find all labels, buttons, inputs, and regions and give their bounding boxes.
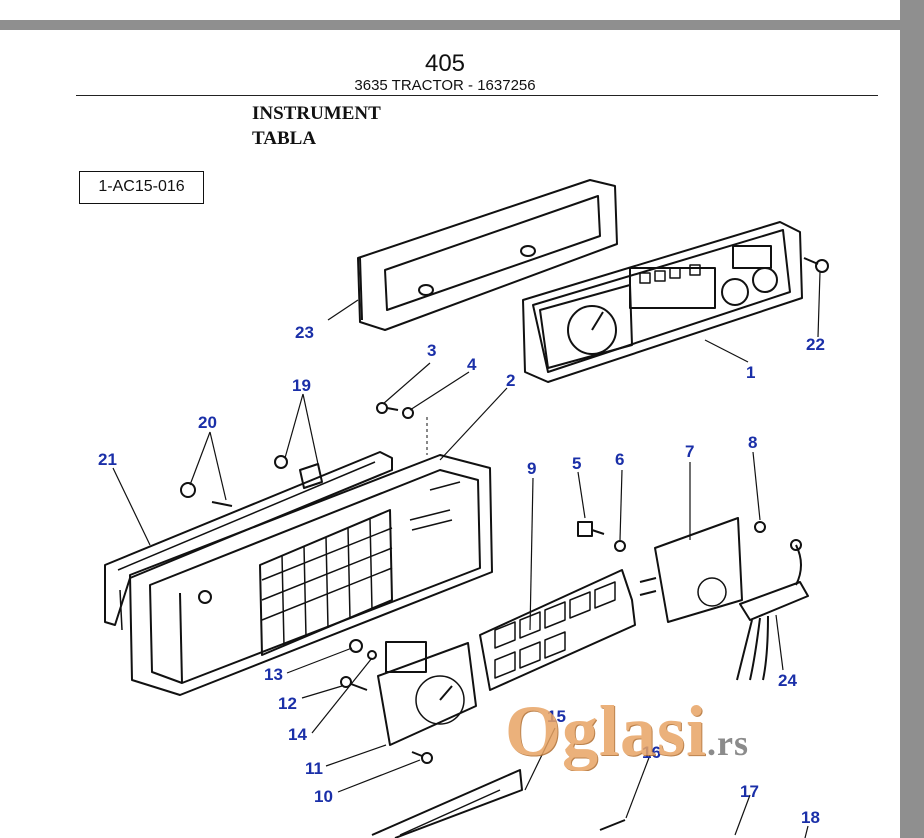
top-border	[0, 0, 924, 30]
section-title-line1: INSTRUMENT	[252, 103, 381, 124]
part-20-clip	[180, 482, 233, 507]
watermark-logo: Oglasi.rs	[505, 690, 749, 773]
callout-13: 13	[264, 665, 283, 684]
part-9-switch-panel	[479, 569, 636, 691]
part-24-connector	[736, 539, 809, 681]
section-title-line2: TABLA	[252, 128, 317, 149]
callout-5: 5	[572, 454, 581, 473]
callout-3: 3	[427, 341, 436, 360]
part-10-screw	[411, 751, 433, 764]
section-title: INSTRUMENT TABLA	[252, 101, 381, 151]
part-4-washer	[402, 407, 414, 419]
part-22-screw	[803, 257, 829, 273]
part-15-16-lower-cover	[371, 769, 626, 838]
part-8-screw	[754, 521, 766, 533]
callout-21: 21	[98, 450, 117, 469]
part-21-gasket	[104, 451, 393, 631]
callout-7: 7	[685, 442, 694, 461]
callout-11: 11	[305, 759, 323, 778]
callout-15: 15	[547, 707, 566, 726]
part-7-circuit-plate	[639, 517, 743, 623]
watermark-tld: .rs	[707, 723, 750, 763]
page-number: 405	[424, 50, 466, 77]
reference-code-box: 1-AC15-016	[79, 171, 204, 204]
callout-6: 6	[615, 450, 624, 469]
top-border-stripe	[0, 20, 900, 30]
part-5-screw	[577, 521, 605, 537]
callout-12: 12	[278, 694, 297, 713]
part-13-bulb	[349, 639, 363, 653]
callout-19: 19	[292, 376, 311, 395]
part-12-bolt	[340, 676, 368, 691]
callout-1: 1	[746, 363, 755, 382]
header-rule	[76, 95, 878, 96]
part-14-washer	[367, 650, 377, 660]
callout-9: 9	[527, 459, 536, 478]
callout-17: 17	[740, 782, 759, 801]
callout-16: 16	[642, 743, 661, 762]
part-23-upper-cover	[357, 179, 618, 331]
right-border	[900, 0, 924, 838]
callout-23: 23	[295, 323, 314, 342]
part-11-gauge	[377, 641, 477, 746]
callout-14: 14	[288, 725, 307, 744]
callout-2: 2	[506, 371, 515, 390]
callout-20: 20	[198, 413, 217, 432]
callout-4: 4	[467, 355, 477, 374]
document-subtitle: 3635 TRACTOR - 1637256	[354, 77, 536, 94]
watermark-brand: Oglasi	[505, 691, 708, 771]
callout-10: 10	[314, 787, 333, 806]
callout-22: 22	[806, 335, 825, 354]
part-19-clips	[274, 455, 323, 489]
part-2-housing	[129, 454, 493, 696]
part-6-washer	[614, 540, 626, 552]
part-3-bolt	[376, 402, 399, 414]
callout-24: 24	[778, 671, 797, 690]
part-1-instrument-cluster	[522, 221, 803, 383]
callout-8: 8	[748, 433, 757, 452]
callout-18: 18	[801, 808, 820, 827]
